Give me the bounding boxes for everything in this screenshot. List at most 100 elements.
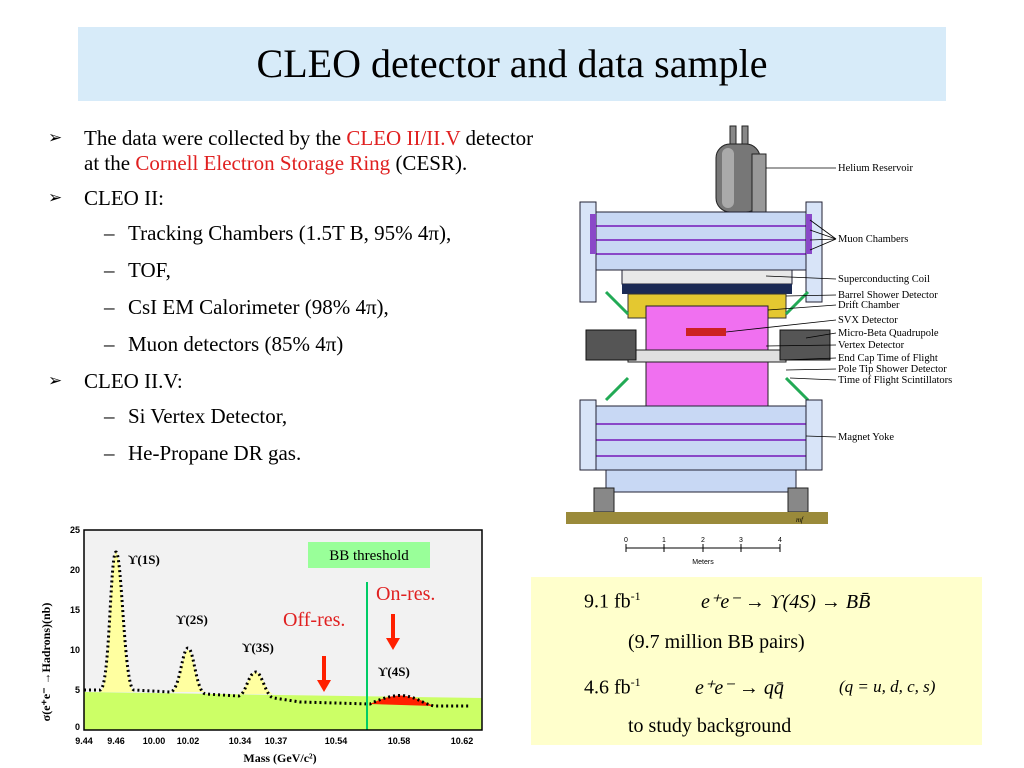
sub-bullet-text: TOF, [128, 258, 171, 282]
continuum-band [84, 692, 482, 730]
sub-bullet: –Si Vertex Detector, [48, 404, 548, 429]
sub-bullet: –Muon detectors (85% 4π) [48, 332, 548, 357]
scale-tick-label: 3 [739, 537, 743, 544]
scale-bar: 0 1 2 3 4 Meters mf [624, 516, 804, 566]
luminosity-box: 9.1 fb-1 e⁺e⁻ → ϒ(4S) → BB̄ (9.7 million… [531, 577, 982, 745]
x-tick-label: 10.00 [143, 736, 166, 746]
peak-label-4s: ϒ(4S) [378, 664, 410, 679]
bb-threshold-label: BB threshold [329, 548, 409, 564]
peak-label-1s: ϒ(1S) [128, 552, 160, 567]
dash-bullet-icon: – [104, 441, 115, 465]
slide-title: CLEO detector and data sample [256, 41, 768, 86]
x-tick-label: 10.62 [451, 736, 474, 746]
bullet-heading: CLEO II: [84, 186, 164, 210]
y-tick-label: 25 [70, 525, 80, 535]
dash-bullet-icon: – [104, 332, 115, 356]
label-svx-detector: SVX Detector [838, 315, 898, 326]
label-pole-tip: Pole Tip Shower Detector [838, 364, 947, 375]
x-tick-label: 10.34 [229, 736, 252, 746]
x-tick-label: 10.58 [388, 736, 411, 746]
dash-bullet-icon: – [104, 295, 115, 319]
leader-lines [725, 167, 837, 438]
data-points-curve [84, 550, 470, 708]
off-res-label: Off-res. [283, 609, 345, 631]
dash-bullet-icon: – [104, 258, 115, 282]
upper-yoke [579, 201, 823, 303]
lumi-background: to study background [628, 715, 792, 737]
lumi-exponent: -1 [630, 675, 641, 689]
dash-bullet-icon: – [104, 221, 115, 245]
cleo-detector-diagram: Helium Reservoir Muon Chambers Supercond… [566, 125, 952, 566]
lumi-exponent: -1 [630, 589, 641, 603]
label-muon-chambers: Muon Chambers [838, 234, 908, 245]
x-tick-label: 9.46 [107, 736, 125, 746]
sub-bullet: –He-Propane DR gas. [48, 441, 548, 466]
bullet-cleo2v: ➢ CLEO II.V: [48, 369, 548, 394]
sub-bullet-text: Muon detectors (85% 4π) [128, 332, 344, 356]
lumi-line-3: 4.6 fb-1 [584, 675, 641, 700]
label-micro-beta: Micro-Beta Quadrupole [838, 328, 939, 339]
label-tof-scintillators: Time of Flight Scintillators [838, 375, 952, 386]
title-banner: CLEO detector and data sample [78, 27, 946, 101]
lumi-on-res-value: 9.1 fb [584, 590, 631, 613]
y-tick-label: 10 [70, 645, 80, 655]
bullet-text: The data were collected by the [84, 126, 347, 150]
lumi-formula-1: e⁺e⁻ → ϒ(4S) → BB̄ [701, 591, 871, 613]
cleo-highlight: CLEO II/II.V [346, 126, 461, 150]
peak-label-3s: ϒ(3S) [242, 640, 274, 655]
x-tick-label: 9.44 [75, 736, 93, 746]
y-tick-label: 15 [70, 605, 80, 615]
arrow-bullet-icon: ➢ [48, 128, 63, 148]
y-tick-label: 20 [70, 565, 80, 575]
lumi-line-1: 9.1 fb-1 [584, 589, 641, 614]
label-superconducting-coil: Superconducting Coil [838, 274, 930, 285]
scale-unit: Meters [692, 559, 714, 566]
y-tick-label: 5 [75, 685, 80, 695]
sub-bullet: –CsI EM Calorimeter (98% 4π), [48, 295, 548, 320]
lower-yoke [566, 399, 828, 524]
bullet-list: ➢ The data were collected by the CLEO II… [48, 126, 548, 478]
sub-bullet: –TOF, [48, 258, 548, 283]
label-vertex-detector: Vertex Detector [838, 340, 905, 351]
label-endcap-tof: End Cap Time of Flight [838, 353, 938, 364]
bullet-text: (CESR). [390, 151, 468, 175]
arrow-bullet-icon: ➢ [48, 371, 63, 391]
sub-bullet-text: CsI EM Calorimeter (98% 4π), [128, 295, 389, 319]
label-magnet-yoke: Magnet Yoke [838, 432, 894, 443]
scale-tick-label: 2 [701, 537, 705, 544]
bullet-text: detector at the [84, 126, 534, 175]
x-tick-label: 10.54 [325, 736, 348, 746]
upsilon-cross-section-plot: BB threshold On-res. Off-res. ϒ(1S) ϒ(2S… [39, 525, 483, 765]
label-drift-chamber: Drift Chamber [838, 300, 900, 311]
sub-bullet-text: Tracking Chambers (1.5T B, 95% 4π), [128, 221, 452, 245]
x-tick-label: 10.37 [265, 736, 288, 746]
bb-threshold-box [308, 542, 430, 568]
plot-frame [83, 529, 483, 731]
bullet-heading: CLEO II.V: [84, 369, 183, 393]
scale-tick-label: 1 [662, 537, 666, 544]
cesr-highlight: Cornell Electron Storage Ring [135, 151, 391, 175]
scale-tick-label: 0 [624, 537, 628, 544]
artist-signature: mf [796, 516, 804, 524]
off-res-arrow [317, 656, 331, 692]
lumi-bb-pairs: (9.7 million BB pairs) [628, 631, 805, 653]
dash-bullet-icon: – [104, 404, 115, 428]
scale-tick-label: 4 [778, 537, 782, 544]
sub-bullet-text: He-Propane DR gas. [128, 441, 302, 465]
x-tick-label: 10.02 [177, 736, 200, 746]
y-tick-label: 0 [75, 722, 80, 732]
lumi-formula-2: e⁺e⁻ → qq̄ [695, 677, 784, 699]
bullet-cleo2: ➢ CLEO II: [48, 186, 548, 211]
bullet-data-source: ➢ The data were collected by the CLEO II… [48, 126, 548, 176]
sub-bullet: –Tracking Chambers (1.5T B, 95% 4π), [48, 221, 548, 246]
lumi-quark-note: (q = u, d, c, s) [839, 677, 936, 696]
peak-label-2s: ϒ(2S) [176, 612, 208, 627]
label-helium-reservoir: Helium Reservoir [838, 163, 913, 174]
lumi-off-res-value: 4.6 fb [584, 676, 631, 699]
label-barrel-shower: Barrel Shower Detector [838, 290, 938, 301]
peak-4s-signal [370, 695, 434, 706]
arrow-bullet-icon: ➢ [48, 188, 63, 208]
y-axis-label: σ(e⁺e⁻ →Hadrons)(nb) [39, 603, 53, 722]
on-res-label: On-res. [376, 583, 435, 605]
sub-bullet-text: Si Vertex Detector, [128, 404, 288, 428]
